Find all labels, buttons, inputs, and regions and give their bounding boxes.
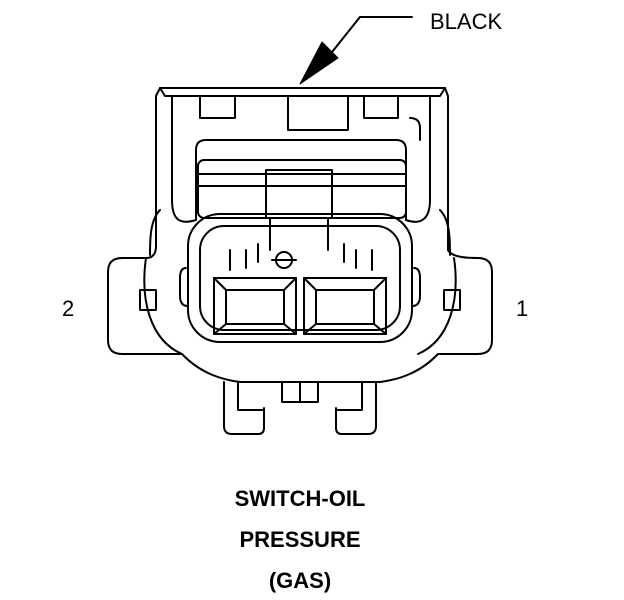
pin-number-2-label: 2 bbox=[62, 296, 75, 321]
connector-top-rim bbox=[159, 87, 446, 97]
caption-line-1: SWITCH-OIL bbox=[234, 486, 366, 511]
pin-2-terminal bbox=[213, 277, 297, 335]
caption-line-3: (GAS) bbox=[268, 568, 332, 593]
connector-top-tabs bbox=[199, 95, 421, 141]
connector-housing-outline bbox=[107, 87, 493, 383]
pin-1-side-latch bbox=[443, 289, 461, 311]
connector-bottom-legs bbox=[223, 381, 377, 435]
pin-number-1-label: 1 bbox=[516, 296, 529, 321]
connector-color-label: BLACK bbox=[430, 9, 503, 34]
connector-inner-curve bbox=[143, 257, 457, 355]
terminal-clips bbox=[229, 243, 373, 271]
caption-line-2: PRESSURE bbox=[239, 527, 361, 552]
connector-inner-hood bbox=[171, 95, 431, 223]
connector-latch bbox=[197, 159, 407, 251]
connector-mating-face bbox=[179, 213, 421, 343]
pin-1-terminal bbox=[303, 277, 387, 335]
color-leader-arrow bbox=[299, 16, 413, 85]
pin-2-side-latch bbox=[139, 289, 157, 311]
